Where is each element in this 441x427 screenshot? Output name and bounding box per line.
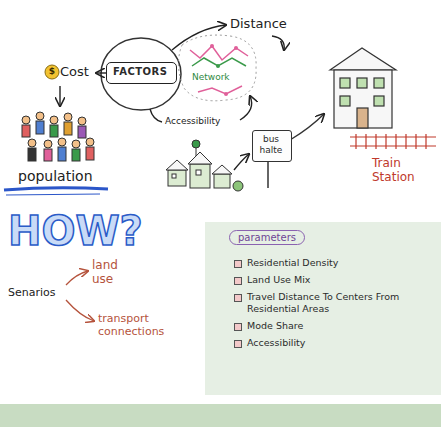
parameter-item: Land Use Mix (247, 274, 431, 287)
network-sketch (234, 46, 238, 50)
crowd-sketch (22, 125, 30, 137)
scenario-arrows (66, 271, 88, 285)
crowd-sketch (86, 147, 94, 160)
houses-sketch (188, 152, 212, 164)
population-underline (4, 188, 108, 190)
crowd-sketch (58, 147, 66, 161)
train-station-sketch (374, 96, 384, 106)
scenario-label: Senarios (8, 286, 56, 299)
scenario-option: land use (92, 258, 136, 287)
factor-arrows (59, 86, 60, 106)
parameter-item: Travel Distance To Centers From Resident… (247, 291, 431, 317)
crowd-sketch (22, 112, 94, 161)
factor-label: Accessibility (165, 116, 220, 127)
factor-label: Network (192, 72, 230, 83)
crowd-sketch (28, 148, 36, 161)
factor-arrows (150, 109, 162, 122)
train-station-sketch (340, 78, 350, 88)
crowd-sketch (72, 149, 80, 161)
network-sketch (178, 35, 256, 101)
parameters-panel: parametersResidential DensityLand Use Mi… (205, 222, 441, 395)
parameter-item: Accessibility (247, 337, 431, 350)
panel-heading: parameters (229, 230, 305, 245)
train-station-sketch (330, 48, 396, 70)
parameter-item: Mode Share (247, 320, 431, 333)
question-heading: HOW? (8, 211, 143, 251)
train-station-sketch (357, 108, 368, 128)
scenario-arrows (66, 300, 94, 321)
houses-sketch (192, 140, 200, 148)
scenario-option: transport connections (98, 312, 188, 338)
crowd-sketch (44, 140, 52, 148)
currency-symbol: $ (45, 66, 59, 77)
factor-label: Cost (60, 64, 89, 80)
houses-sketch (196, 170, 201, 175)
factors-circle (101, 38, 181, 110)
network-sketch (210, 44, 214, 48)
train-station-sketch (374, 78, 384, 88)
crowd-sketch (72, 140, 80, 148)
crowd-sketch (86, 138, 94, 146)
crowd-sketch (44, 149, 52, 161)
houses-sketch (233, 181, 243, 191)
factor-arrows (272, 36, 284, 50)
crowd-sketch (36, 121, 44, 134)
houses-sketch (172, 174, 176, 178)
node-label: FACTORS (113, 66, 170, 78)
factor-arrows (172, 25, 226, 50)
network-sketch (198, 86, 242, 94)
footer-band (0, 404, 441, 427)
scenario-arrows (66, 271, 94, 321)
rail-tracks (350, 136, 436, 137)
factor-arrows (240, 96, 252, 120)
houses-sketch (212, 165, 232, 174)
population-underline (6, 194, 100, 195)
houses-sketch (166, 160, 188, 170)
bus-stop-pole (290, 114, 324, 140)
factors-box: FACTORS (106, 62, 177, 84)
houses-sketch (166, 140, 249, 191)
rail-tracks (350, 145, 436, 146)
crowd-sketch (78, 126, 86, 138)
crowd-sketch (50, 116, 58, 124)
train-station-sketch (334, 70, 392, 128)
crowd-sketch (64, 122, 72, 135)
crowd-sketch (36, 112, 44, 120)
node-label: bus halte (256, 134, 286, 156)
network-sketch (216, 64, 220, 68)
train-station-sketch (330, 48, 396, 128)
cost-coin (45, 65, 59, 79)
factor-label: population (18, 168, 93, 185)
crowd-sketch (28, 139, 36, 147)
crowd-sketch (78, 117, 86, 125)
rail-tracks (356, 134, 426, 149)
factor-label: Distance (230, 16, 287, 32)
crowd-sketch (50, 125, 58, 137)
houses-sketch (190, 164, 210, 188)
parameter-item: Residential Density (247, 257, 431, 270)
train-station-sketch (357, 78, 367, 88)
crowd-sketch (58, 138, 66, 146)
network-sketch (190, 46, 248, 60)
bus-stop-sign: bus halte (252, 130, 292, 162)
factor-arrows (60, 25, 284, 122)
rail-tracks (350, 134, 436, 149)
houses-sketch (196, 148, 197, 156)
network-sketch (224, 92, 228, 96)
network-sketch (178, 35, 256, 101)
houses-sketch (168, 170, 186, 186)
houses-sketch (234, 154, 249, 170)
population-underline (4, 188, 108, 195)
place-label: Train Station (372, 156, 428, 185)
houses-sketch (214, 174, 230, 188)
crowd-sketch (22, 116, 30, 124)
bus-stop-pole (267, 162, 269, 188)
crowd-sketch (64, 113, 72, 121)
train-station-sketch (340, 96, 350, 106)
